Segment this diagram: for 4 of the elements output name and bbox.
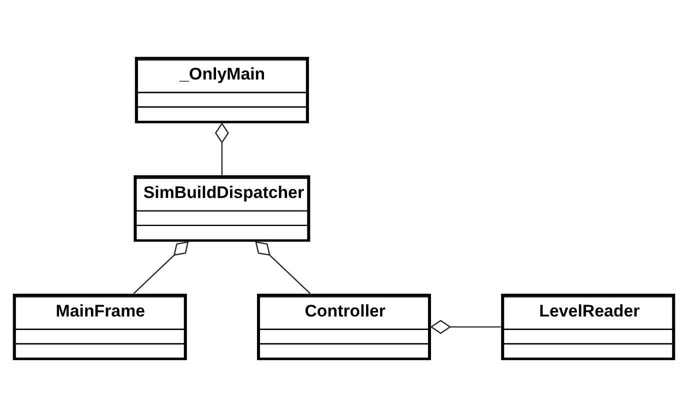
connector [133, 240, 189, 294]
connector [430, 319, 501, 334]
connector [255, 240, 311, 294]
connector [214, 122, 229, 175]
